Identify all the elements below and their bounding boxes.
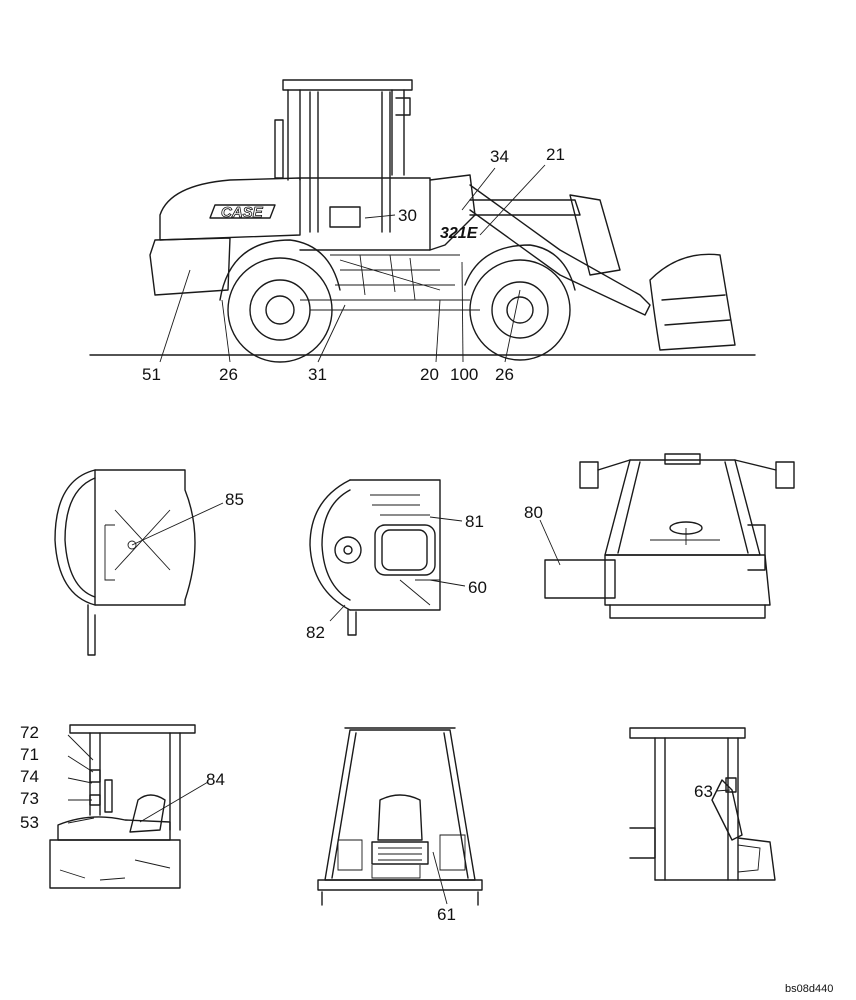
cab-front-view: 80	[524, 453, 795, 619]
cab-top-view: 81 60 82	[306, 479, 487, 642]
callout-60: 60	[468, 578, 487, 597]
drawing-code: bs08d440	[785, 983, 833, 995]
cab-rear-view: 61	[317, 727, 483, 924]
callout-53: 53	[20, 813, 39, 832]
callout-72: 72	[20, 723, 39, 742]
brand-decal: CASE	[221, 204, 264, 221]
callout-84: 84	[206, 770, 225, 789]
callout-81: 81	[465, 512, 484, 531]
callout-31: 31	[308, 365, 327, 384]
callout-85: 85	[225, 490, 244, 509]
callout-73: 73	[20, 789, 39, 808]
callout-51: 51	[142, 365, 161, 384]
callout-61: 61	[437, 905, 456, 924]
callout-34: 34	[490, 147, 509, 166]
callout-26-rear: 26	[219, 365, 238, 384]
model-decal: 321E	[440, 225, 479, 242]
callout-21: 21	[546, 145, 565, 164]
rear-hood-top-view: 85	[54, 469, 244, 656]
callout-100: 100	[450, 365, 478, 384]
cab-right-side-view: 63	[629, 727, 776, 881]
callout-71: 71	[20, 745, 39, 764]
callout-80: 80	[524, 503, 543, 522]
callout-30: 30	[398, 206, 417, 225]
cab-left-side-view: 72 71 74 73 53 84	[20, 723, 225, 889]
callout-26-front: 26	[495, 365, 514, 384]
loader-side-view: CASE 321E	[89, 79, 756, 363]
side-view-callouts: 21 34 30 51 26 31 20 100 26	[142, 145, 565, 384]
callout-20: 20	[420, 365, 439, 384]
side-view-leaders	[159, 164, 546, 363]
callout-82: 82	[306, 623, 325, 642]
callout-63: 63	[694, 782, 713, 801]
callout-74: 74	[20, 767, 39, 786]
